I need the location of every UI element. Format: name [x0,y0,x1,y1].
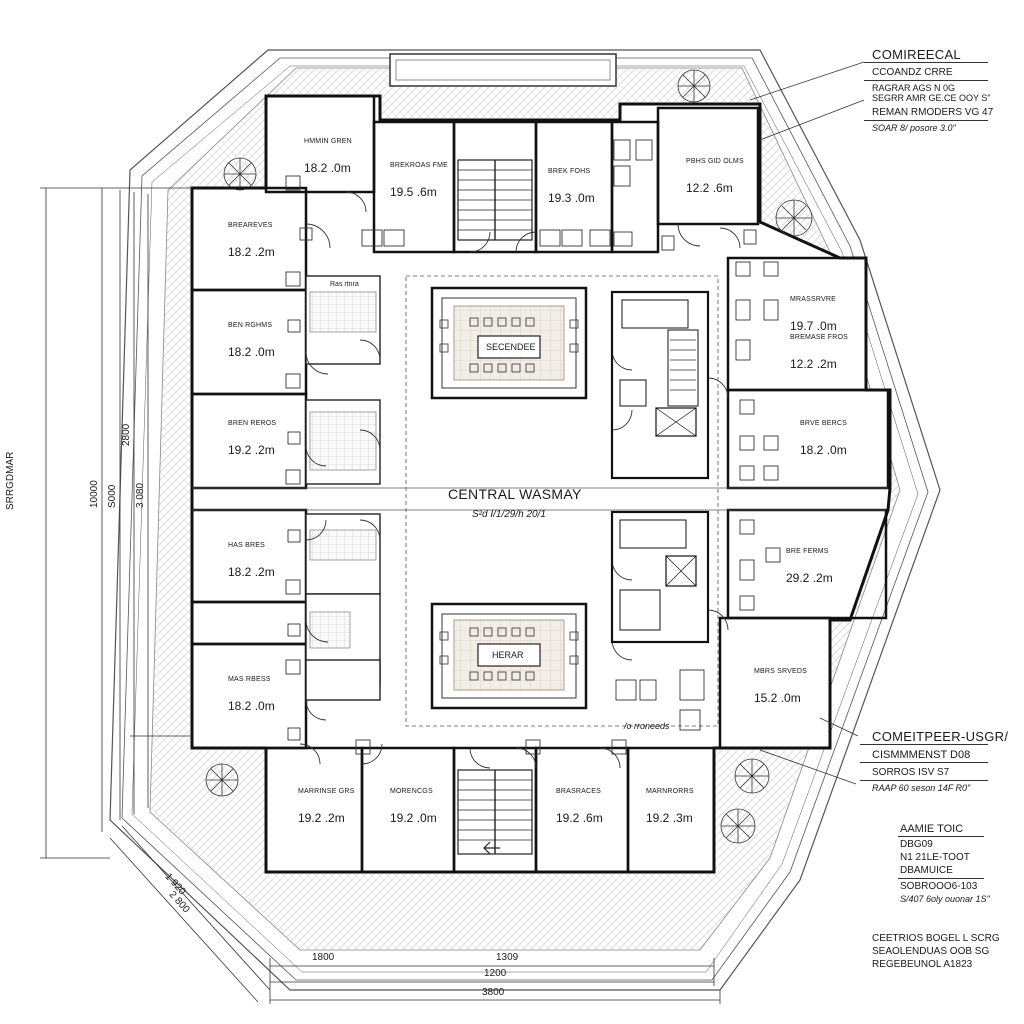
annotation-rule [860,762,988,763]
room-name-label: PBHS GID OLMS [686,158,744,165]
corridor-title: CENTRAL WASMAY [448,486,582,502]
lounge-bottom-label: HERAR [492,650,524,660]
annotation-top-line5: SOAR 8/ posore 3.0" [872,123,956,133]
annotation-top-line3: SEGRR AMR GE.CE OOY S" [872,93,991,103]
room-name-label: MARNRORRS [646,788,694,795]
corridor-lines [192,275,888,727]
room-area-label: 19.2 .3m [646,811,693,825]
room-area-label: 19.2 .0m [390,811,437,825]
room-area-label: 12.2 .2m [790,357,837,371]
annotation-rule [860,780,988,781]
annotation-rule [898,836,984,837]
dim-left-5: 3 080 [135,482,146,508]
annotation-low-title: AAMIE TOIC [900,823,964,835]
annotation-low-line2: N1 21LE-TOOT [900,852,970,863]
lounge-top-label: SECENDEE [486,342,536,352]
annotation-rule [898,878,984,879]
service-core-upper [610,290,710,480]
room-name-label: BREK FOHS [548,168,591,175]
annotation-mid-line3: RAAP 60 seson 14F R0" [872,783,971,793]
annotation-top-line1: CCOANDZ CRRE [872,67,953,78]
annotation-mid-line2: SORROS ISV S7 [872,767,950,778]
dim-bottom-3: 1200 [484,968,507,979]
room-name-label: BREKROAS FME [390,162,449,169]
room-name-label: BRASRACES [556,788,601,795]
room-area-label: 18.2 .0m [304,161,351,175]
room-area-label: 19.2 .2m [298,811,345,825]
annotation-br-line1: CEETRIOS BOGEL L SCRG [872,933,1000,944]
annotation-top-title: COMIREECAL [872,47,961,62]
dim-bottom-1: 1800 [312,952,335,963]
roof-strip [389,53,617,87]
annotation-top-line4: REMAN RMODERS VG 47 [872,107,994,118]
room-name-label: HMMIN GREN [304,138,352,145]
annotation-mid-line1: CISMMMENST D08 [872,749,971,761]
room-area-label: 19.5 .6m [390,185,437,199]
room-area-label: 18.2 .2m [228,245,275,259]
annotation-mid-title: COMEITPEER-USGR/ [872,729,1009,744]
corridor-subtitle: S²d I/1/29/h 20/1 [472,509,546,520]
stair-core-label: Ras rtnra [330,281,359,288]
room-name-label: BEN RGHMS [228,322,273,329]
room-area-label: 18.2 .0m [228,345,275,359]
annotation-rule [864,62,988,63]
lounge-bottom [430,602,588,710]
stairs-bottom [457,769,533,855]
tree-icons [205,69,813,844]
bathroom-tile [309,291,377,649]
service-core-lower [610,510,710,644]
dim-left-1: SRRGDMAR [5,451,16,510]
stairs-top [457,159,533,241]
right-note: /o rroneeds [624,721,670,731]
room-area-label: 19.2 .6m [556,811,603,825]
room-name-label: BREAREVES [228,222,273,229]
room-name-label: BRVE BERCS [800,420,847,427]
dim-left-2: 10000 [89,480,100,508]
door-swings [299,191,741,769]
room-area-label: 19.7 .0m [790,319,837,333]
room-walls [190,94,890,874]
core-stairs-right [670,339,696,391]
dimension-lines [40,61,865,1004]
annotation-low-line5: S/407 6oly ouonar 1S" [900,894,990,904]
dim-bottom-4: 3800 [482,987,505,998]
annotation-rule [860,744,988,745]
room-area-label: 19.2 .2m [228,443,275,457]
room-name-label: BRE FERMS [786,548,829,555]
annotation-low-line3: DBAMUICE [900,865,953,876]
annotation-top-line2: RAGRAR AGS N 0G [872,83,956,93]
room-name-label: MORENCGS [390,788,433,795]
room-name-label: HAS BRES [228,542,265,549]
room-area-label: 18.2 .0m [800,443,847,457]
room-area-label: 18.2 .0m [228,699,275,713]
dim-left-3: S000 [107,484,118,508]
room-name-label: MRASSRVRE [790,296,837,303]
room-area-label: 18.2 .2m [228,565,275,579]
room-name-label: MAS RBESS [228,676,271,683]
room-area-label: 15.2 .0m [754,691,801,705]
room-name-label: MARRINSE GRS [298,788,355,795]
lounge-top [430,286,588,400]
dim-bottom-2: 1309 [496,952,519,963]
room-name-label: BREMASE FROS [790,334,849,341]
fixtures [285,139,781,755]
room-name-label: MBRS SRVEDS [754,668,808,675]
room-area-label: 29.2 .2m [786,571,833,585]
annotation-low-line1: DBG09 [900,839,933,850]
annotation-br-line2: SEAOLENDUAS OOB SG [872,946,990,957]
annotation-rule [864,80,988,81]
annotation-br-line3: REGEBEUNOL A1823 [872,959,973,970]
dim-left-4: 2800 [121,423,132,446]
room-area-label: 12.2 .6m [686,181,733,195]
annotation-rule [864,120,988,121]
room-area-label: 19.3 .0m [548,191,595,205]
annotation-low-line4: SOBROOO6-103 [900,881,978,892]
room-name-label: BREN REROS [228,420,277,427]
